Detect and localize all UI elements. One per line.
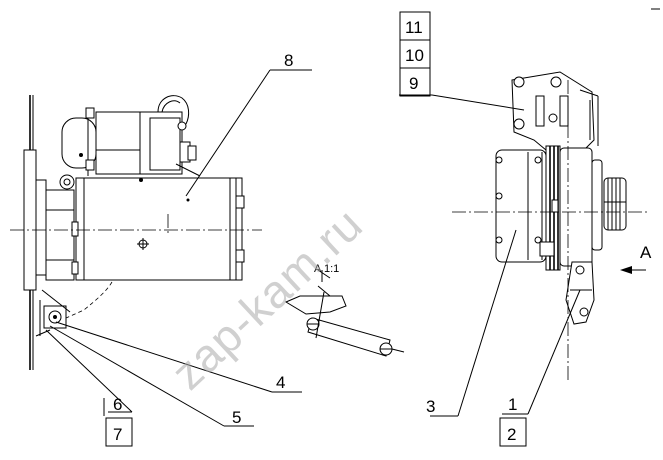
leader-lines — [45, 69, 581, 427]
label-4: 4 — [276, 373, 285, 392]
generator-assembly — [452, 71, 650, 380]
view-a-title: A — [314, 263, 322, 275]
label-2: 2 — [507, 425, 516, 444]
bracket-detail — [284, 269, 405, 357]
starter-assembly — [10, 95, 262, 370]
label-3: 3 — [426, 397, 435, 416]
label-5: 5 — [232, 408, 241, 427]
label-box-7 — [105, 417, 133, 447]
view-a-marker: A — [640, 243, 652, 262]
part-labels: 8 4 5 6 7 11 10 9 3 1 2 A A 1:1 — [105, 11, 652, 447]
label-10: 10 — [405, 46, 424, 65]
label-9: 9 — [409, 74, 418, 93]
label-7: 7 — [113, 425, 122, 444]
label-1: 1 — [508, 395, 517, 414]
label-11: 11 — [405, 18, 423, 37]
label-stack-9-10-11 — [399, 11, 431, 97]
label-box-2 — [499, 417, 527, 447]
label-8: 8 — [284, 51, 293, 70]
view-a-ratio: 1:1 — [324, 263, 339, 275]
label-6: 6 — [113, 395, 122, 414]
